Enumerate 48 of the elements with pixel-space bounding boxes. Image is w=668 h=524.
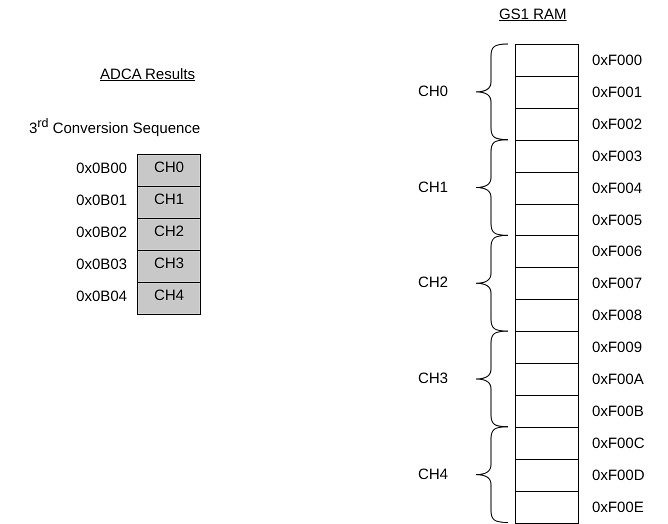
address-label: 0x0B00	[76, 160, 127, 178]
address-label: 0xF000	[592, 52, 642, 70]
memory-cell	[515, 235, 579, 268]
address-label: 0x0B02	[76, 224, 127, 242]
address-label: 0xF008	[592, 307, 642, 326]
address-label: 0x0B03	[76, 256, 127, 274]
memory-cell	[515, 459, 579, 492]
address-label: 0xF006	[592, 243, 642, 262]
memory-cell	[515, 491, 579, 524]
channel-label: CH3	[418, 370, 448, 388]
section-title: GS1 RAM	[499, 6, 567, 24]
address-label: 0xF00A	[592, 371, 644, 389]
address-label: 0xF005	[592, 212, 642, 230]
register-cell: CH3	[137, 250, 201, 283]
memory-cell	[515, 427, 579, 460]
memory-cell	[515, 363, 579, 396]
memory-cell	[515, 267, 579, 300]
memory-cell	[515, 331, 579, 364]
address-label: 0xF002	[592, 116, 642, 134]
channel-label: CH4	[418, 466, 448, 484]
memory-cell	[515, 395, 579, 428]
register-cell: CH2	[137, 218, 201, 251]
memory-cell	[515, 44, 579, 77]
memory-cell	[515, 172, 579, 205]
address-label: 0xF004	[592, 180, 642, 198]
register-cell: CH1	[137, 186, 201, 219]
channel-label: CH0	[418, 82, 448, 101]
memory-cell	[515, 299, 579, 332]
memory-cell	[515, 204, 579, 236]
subtitle: 3$^{rd}$ Conversion Sequence	[29, 115, 200, 138]
channel-label: CH2	[418, 274, 448, 292]
address-label: 0xF007	[592, 275, 642, 294]
memory-cell	[515, 108, 579, 141]
address-label: 0xF00D	[592, 466, 645, 485]
memory-cell	[515, 140, 579, 173]
address-label: 0xF003	[592, 148, 642, 166]
memory-cell	[515, 76, 579, 109]
register-cell: CH4	[137, 282, 201, 315]
address-label: 0xF001	[592, 84, 642, 102]
address-label: 0x0B01	[76, 192, 127, 210]
channel-label: CH1	[418, 178, 448, 197]
address-label: 0x0B04	[76, 288, 127, 306]
address-label: 0xF00E	[592, 498, 644, 517]
address-label: 0xF009	[592, 339, 642, 358]
address-label: 0xF00C	[592, 434, 645, 453]
section-title: ADCA Results	[100, 66, 196, 84]
register-cell: CH0	[137, 154, 201, 187]
address-label: 0xF00B	[592, 402, 644, 421]
